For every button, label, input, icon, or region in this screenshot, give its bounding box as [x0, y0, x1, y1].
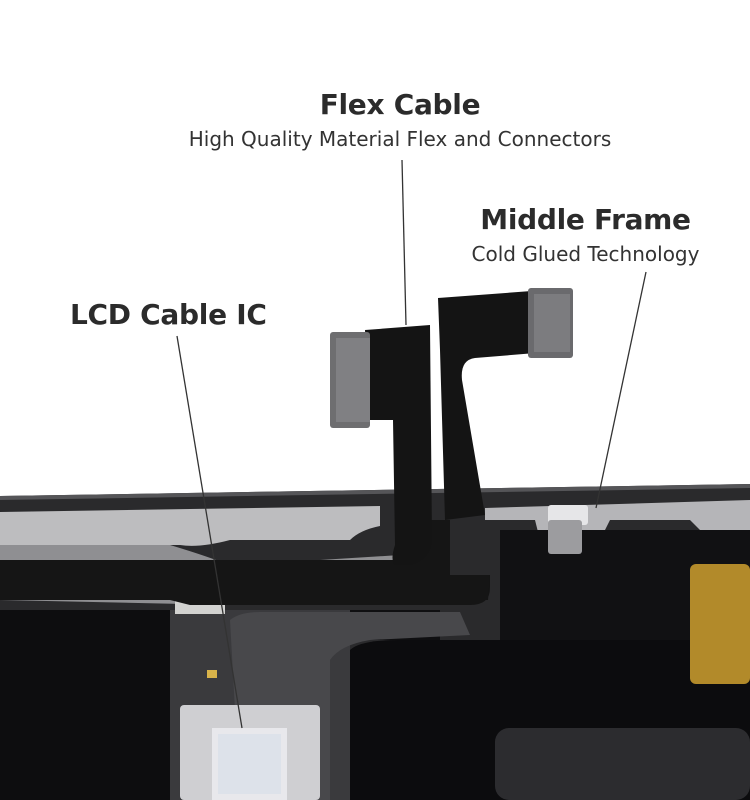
flex-cable-callout: Flex Cable High Quality Material Flex an… [0, 88, 750, 151]
flex-cable-subtitle: High Quality Material Flex and Connector… [188, 127, 612, 151]
flex-cable [0, 288, 573, 605]
lcd-cable-ic-callout: LCD Cable IC [70, 298, 267, 331]
middle-frame-callout: Middle Frame Cold Glued Technology [418, 203, 750, 266]
flex-cable-title: Flex Cable [319, 88, 481, 121]
middle-frame-subtitle: Cold Glued Technology [471, 242, 700, 266]
lcd-cable-ic-title: LCD Cable IC [70, 298, 267, 331]
callout-lines [176, 159, 647, 729]
middle-frame-title: Middle Frame [480, 203, 691, 236]
screen-assembly [0, 484, 750, 800]
